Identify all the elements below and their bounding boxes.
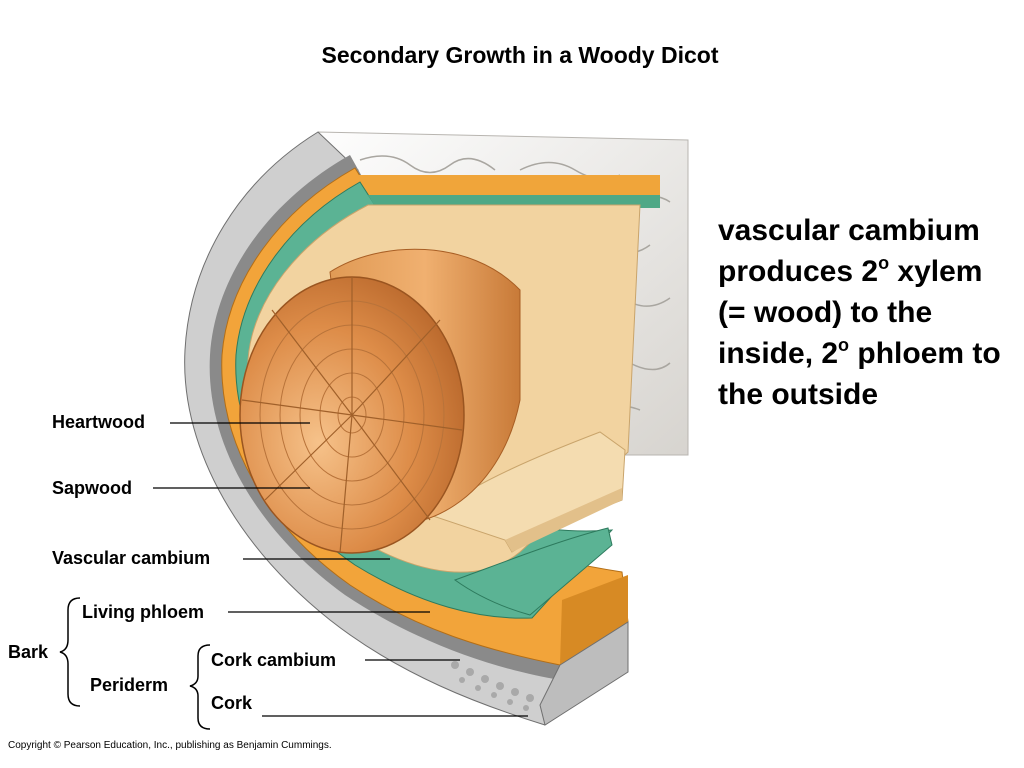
copyright-notice: Copyright © Pearson Education, Inc., pub…	[8, 740, 332, 751]
sapwood-flap	[428, 431, 626, 553]
leader-lines	[153, 422, 528, 717]
vascular-cambium-flap	[453, 527, 613, 616]
label-cork-cambium: Cork cambium	[211, 650, 337, 670]
page-title: Secondary Growth in a Woody Dicot	[321, 42, 719, 68]
bark-brace	[59, 597, 81, 707]
label-heartwood: Heartwood	[52, 412, 146, 432]
cork-texture	[451, 661, 534, 711]
periderm-brace	[189, 644, 211, 730]
label-cork: Cork	[211, 693, 253, 713]
explanation-text: vascular cambium produces 2o xylem (= wo…	[718, 214, 1001, 411]
label-sapwood: Sapwood	[52, 478, 132, 498]
cork-flap	[539, 621, 629, 726]
living-phloem-strip-top	[560, 575, 628, 665]
label-periderm: Periderm	[90, 675, 169, 695]
inner-orange-band	[358, 175, 660, 200]
heartwood-face	[239, 276, 465, 554]
label-living-phloem: Living phloem	[82, 602, 205, 622]
label-vascular-cambium: Vascular cambium	[52, 548, 211, 568]
label-bark: Bark	[8, 642, 49, 662]
